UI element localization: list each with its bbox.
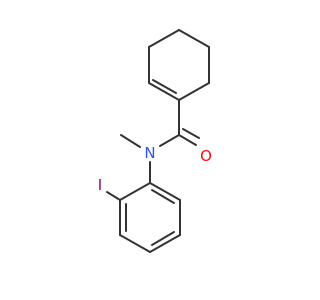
ring-bond	[178, 29, 210, 48]
bond	[159, 134, 180, 147]
aromatic-inner-bond	[151, 189, 175, 204]
oxygen-label: O	[200, 147, 212, 165]
aromatic-inner-bond	[151, 231, 175, 246]
nitrogen-label: N	[144, 144, 155, 162]
bond	[106, 191, 121, 201]
bond-layer	[106, 29, 210, 253]
ring-bond	[149, 182, 181, 201]
ring-bond	[149, 234, 181, 253]
ring-bond	[119, 182, 151, 201]
ring-bond	[178, 82, 210, 101]
structure-canvas: O N I	[97, 29, 212, 253]
ring-bond	[148, 29, 180, 48]
bond	[120, 134, 141, 148]
molecule-diagram: O N I	[98, 29, 212, 253]
ring-double-bond-inner	[152, 79, 177, 94]
carbonyl-bond	[178, 134, 197, 146]
carbonyl-bond-second	[182, 128, 200, 139]
ring-double-bond	[148, 82, 180, 101]
ring-bond	[119, 234, 151, 253]
iodine-label: I	[98, 176, 102, 194]
